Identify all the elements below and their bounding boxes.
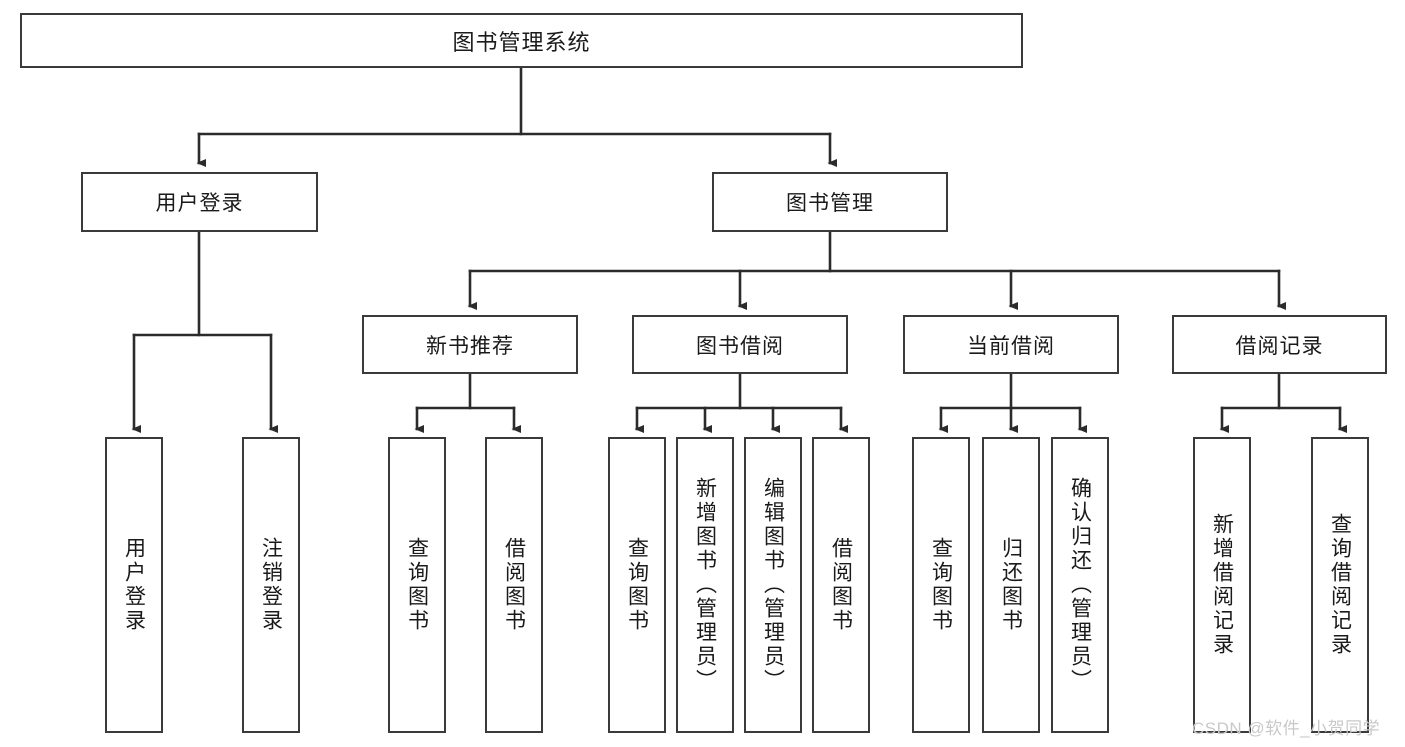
node-user-login-label: 用户登录 [155, 192, 244, 215]
node-new-book-recommend-label: 新书推荐 [426, 334, 514, 358]
node-leaf-borrow-book-2[interactable]: 借阅图书 [812, 437, 870, 733]
node-leaf-user-login-label: 用户登录 [122, 537, 146, 633]
node-leaf-edit-book-label: 编辑图书（管理员） [761, 477, 785, 693]
node-leaf-add-record[interactable]: 新增借阅记录 [1193, 437, 1251, 733]
node-leaf-add-book-label: 新增图书（管理员） [693, 477, 717, 693]
node-leaf-query-record-label: 查询借阅记录 [1328, 513, 1352, 657]
node-current-borrow[interactable]: 当前借阅 [903, 315, 1119, 374]
node-book-borrow[interactable]: 图书借阅 [632, 315, 848, 374]
node-book-management-label: 图书管理 [786, 192, 874, 215]
node-leaf-confirm-return[interactable]: 确认归还（管理员） [1051, 437, 1109, 733]
node-leaf-add-book[interactable]: 新增图书（管理员） [676, 437, 734, 733]
node-leaf-query-record[interactable]: 查询借阅记录 [1311, 437, 1369, 733]
node-root-label: 图书管理系统 [452, 29, 591, 55]
node-leaf-user-login[interactable]: 用户登录 [105, 437, 163, 733]
node-leaf-query-book-2[interactable]: 查询图书 [608, 437, 666, 733]
node-leaf-return-book-label: 归还图书 [999, 537, 1023, 633]
node-leaf-query-book-1[interactable]: 查询图书 [388, 437, 446, 733]
node-leaf-borrow-book-2-label: 借阅图书 [829, 537, 853, 633]
node-root[interactable]: 图书管理系统 [20, 13, 1023, 68]
node-leaf-return-book[interactable]: 归还图书 [982, 437, 1040, 733]
node-leaf-logout-login-label: 注销登录 [259, 537, 283, 633]
node-leaf-borrow-book-1-label: 借阅图书 [502, 537, 526, 633]
node-leaf-add-record-label: 新增借阅记录 [1210, 513, 1234, 657]
node-leaf-query-book-1-label: 查询图书 [405, 537, 429, 633]
node-leaf-borrow-book-1[interactable]: 借阅图书 [485, 437, 543, 733]
node-borrow-record[interactable]: 借阅记录 [1172, 315, 1387, 374]
node-leaf-query-book-3[interactable]: 查询图书 [912, 437, 970, 733]
node-new-book-recommend[interactable]: 新书推荐 [362, 315, 578, 374]
node-leaf-edit-book[interactable]: 编辑图书（管理员） [744, 437, 802, 733]
node-leaf-logout-login[interactable]: 注销登录 [242, 437, 300, 733]
node-current-borrow-label: 当前借阅 [967, 334, 1055, 358]
node-borrow-record-label: 借阅记录 [1235, 334, 1324, 358]
node-user-login[interactable]: 用户登录 [81, 172, 318, 232]
node-book-borrow-label: 图书借阅 [696, 334, 784, 358]
node-leaf-confirm-return-label: 确认归还（管理员） [1068, 477, 1092, 693]
node-book-management[interactable]: 图书管理 [712, 172, 948, 232]
node-leaf-query-book-3-label: 查询图书 [929, 537, 953, 633]
watermark: CSDN @软件_小贺同学 [1192, 719, 1381, 738]
node-leaf-query-book-2-label: 查询图书 [625, 537, 649, 633]
